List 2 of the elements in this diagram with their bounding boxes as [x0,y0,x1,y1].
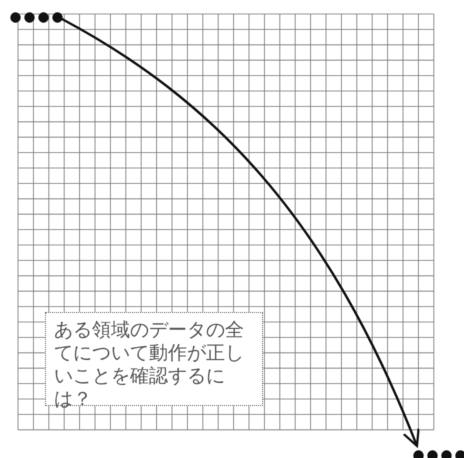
curved-arrow [61,18,420,448]
question-text: ある領域のデータの全てについて動作が正しいことを確認するには？ [45,312,263,406]
